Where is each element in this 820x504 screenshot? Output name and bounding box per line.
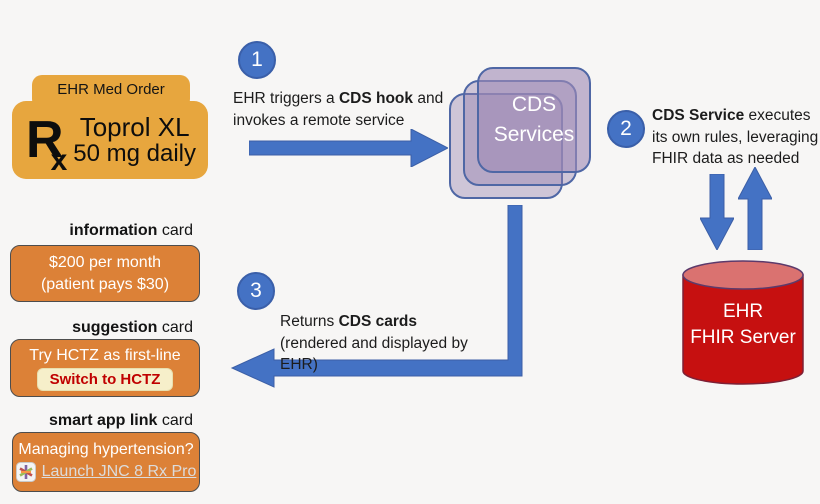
info-card-line1: $200 per month: [48, 254, 162, 271]
suggestion-card-label: suggestion card: [72, 319, 193, 336]
step-1-badge: 1: [238, 41, 276, 79]
jnc8-app-icon: [15, 461, 36, 482]
information-card: $200 per month (patient pays $30): [10, 245, 200, 302]
step-2-text: CDS Service executes its own rules, leve…: [652, 107, 819, 167]
drug-dose: 50 mg daily: [73, 140, 196, 167]
fhir-server-label: EHR FHIR Server: [690, 301, 796, 348]
smart-app-link-card-label: smart app link card: [48, 412, 193, 429]
smart-app-link-card: Managing hypertension? Launch JNC 8 Rx P…: [12, 432, 200, 492]
arrow-fhir-to-cds-icon: [738, 167, 772, 250]
drug-name: Toprol XL: [79, 112, 190, 142]
switch-to-hctz-button[interactable]: Switch to HCTZ: [36, 368, 174, 391]
cds-services-line1: CDS: [511, 93, 557, 116]
arrow-cds-to-fhir-icon: [700, 174, 734, 250]
cds-services-box: CDS Services: [477, 67, 591, 173]
rx-prescription-icon: Rx: [26, 111, 68, 177]
database-cylinder-icon: [682, 260, 804, 385]
launch-jnc8-link[interactable]: Launch JNC 8 Rx Pro: [41, 463, 197, 480]
info-card-line2: (patient pays $30): [40, 276, 170, 293]
arrow-ehr-to-cds-icon: [249, 129, 448, 167]
ehr-med-order-box: Rx Toprol XL 50 mg daily: [12, 101, 208, 179]
arrow-cds-to-ehr-cards-icon: [230, 205, 523, 388]
step-1-text: EHR triggers a CDS hook and invokes a re…: [233, 90, 444, 129]
step-2-badge: 2: [607, 110, 645, 148]
information-card-label: information card: [69, 222, 193, 239]
smart-card-text: Managing hypertension?: [18, 441, 194, 458]
step-3-text: Returns CDS cards (rendered and displaye…: [280, 313, 468, 373]
suggestion-card-text: Try HCTZ as first-line: [29, 347, 181, 364]
step-3-badge: 3: [237, 272, 275, 310]
cds-services-line2: Services: [493, 123, 575, 146]
suggestion-card: Try HCTZ as first-line Switch to HCTZ: [10, 339, 200, 397]
